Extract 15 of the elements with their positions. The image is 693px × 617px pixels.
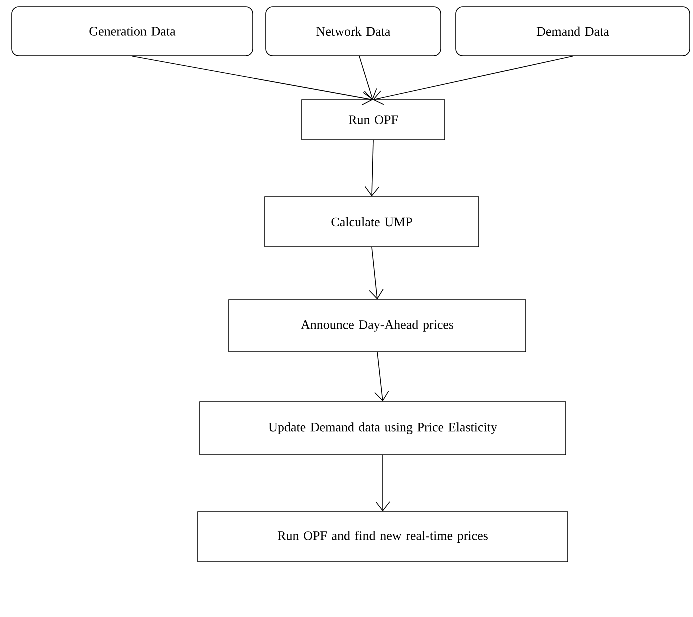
arrow [373,56,574,106]
process-box: Run OPF and find new real-time prices [198,512,568,562]
arrow [359,56,378,100]
data-box: Generation Data [12,6,254,56]
arrow [376,455,390,512]
data-box: Demand Data [456,6,690,56]
arrow [374,352,390,402]
arrow [364,140,380,197]
arrow [369,247,384,300]
process-box: Announce Day-Ahead prices [228,300,526,352]
arrow [132,56,373,106]
process-box: Calculate UMP [264,196,480,248]
process-box: Update Demand data using Price Elasticity [200,402,566,456]
process-box: Run OPF [302,100,446,140]
data-box: Network Data [266,6,442,56]
